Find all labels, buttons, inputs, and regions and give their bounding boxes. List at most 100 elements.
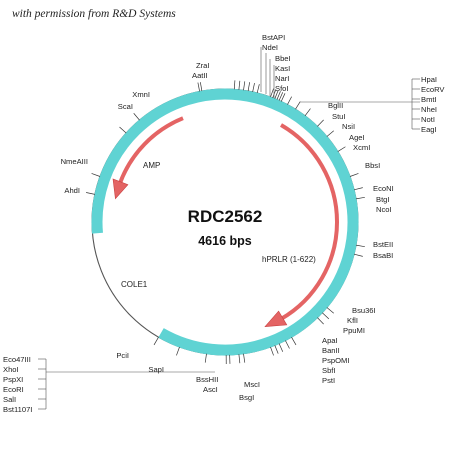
site-label: KasI — [275, 64, 290, 73]
site-tick — [119, 126, 127, 134]
hprlr-arrowhead — [264, 310, 288, 327]
site-tick — [349, 173, 359, 177]
site-label: AatII — [192, 71, 208, 80]
site-label: SfoI — [275, 84, 289, 93]
site-leaders — [38, 47, 420, 410]
site-tick — [233, 80, 236, 90]
site-tick — [278, 92, 284, 101]
site-label: NsiI — [342, 122, 355, 131]
site-label: ZraI — [196, 61, 210, 70]
site-label: AscI — [203, 385, 218, 394]
site-label: Bst1107I — [3, 405, 32, 414]
site-tick — [133, 112, 140, 121]
site-label: SbfI — [322, 366, 336, 375]
site-label: PpuMI — [343, 326, 365, 335]
site-tick — [326, 307, 335, 314]
site-tick — [326, 130, 335, 137]
site-tick — [243, 81, 246, 91]
site-label: BbeI — [275, 54, 291, 63]
site-label: NcoI — [376, 205, 392, 214]
site-tick — [256, 84, 260, 94]
site-group-right: BglII StuI NsiI AgeI XcmI BbsI EcoNI Btg… — [322, 101, 394, 385]
site-label: BglII — [328, 101, 343, 110]
site-label: PspOMI — [322, 356, 349, 365]
site-tick — [353, 187, 363, 191]
site-label: AgeI — [349, 133, 365, 142]
site-label: NotI — [421, 115, 435, 124]
site-tick — [252, 83, 255, 92]
site-label: BstEII — [373, 240, 393, 249]
site-tick — [270, 346, 274, 356]
site-ticks — [86, 80, 365, 364]
site-tick — [238, 354, 241, 364]
site-tick — [291, 337, 297, 346]
site-tick — [317, 119, 324, 127]
site-label: BssHII — [196, 375, 218, 384]
amp-arrowhead — [112, 178, 129, 200]
hprlr-feature-arrow — [279, 123, 339, 321]
site-group-bottom: BssHII AscI MscI BsgI — [196, 375, 260, 402]
site-tick — [247, 82, 251, 92]
site-tick — [304, 108, 311, 116]
site-tick — [86, 192, 95, 195]
site-label: KflI — [347, 316, 358, 325]
site-tick — [280, 93, 286, 102]
hprlr-label: hPRLR (1-622) — [262, 255, 316, 264]
site-label: PspXI — [3, 375, 23, 384]
plasmid-size: 4616 bps — [198, 234, 252, 248]
site-label: BbsI — [365, 161, 380, 170]
site-tick — [197, 82, 200, 92]
site-label: EcoRV — [421, 85, 445, 94]
plasmid-name: RDC2562 — [188, 207, 263, 226]
site-label: MscI — [244, 380, 260, 389]
site-tick — [270, 88, 274, 98]
site-tick — [285, 340, 290, 349]
site-tick — [337, 146, 346, 152]
site-tick — [355, 244, 365, 248]
site-label: EcoNI — [373, 184, 394, 193]
site-label: BanII — [322, 346, 340, 355]
permission-note: with permission from R&D Systems — [12, 8, 176, 20]
site-label: StuI — [332, 112, 346, 121]
amp-label: AMP — [143, 161, 160, 170]
site-label: NmeAIII — [61, 157, 88, 166]
site-label: BsaBI — [373, 251, 393, 260]
site-label: EcoRI — [3, 385, 24, 394]
site-label: ApaI — [322, 336, 338, 345]
site-label: SalI — [3, 395, 16, 404]
site-label: BtgI — [376, 195, 390, 204]
site-label: HpaI — [421, 75, 437, 84]
site-group-top-center: BstAPI NdeI BbeI KasI NarI SfoI — [262, 33, 291, 93]
site-label: XhoI — [3, 365, 19, 374]
site-tick — [91, 173, 101, 177]
site-label: Bsu36I — [352, 306, 376, 315]
site-group-left: XmnI ScaI NmeAIII AhdI PciI SapI — [61, 90, 164, 374]
site-label: SapI — [148, 365, 164, 374]
site-label: BsgI — [239, 393, 254, 402]
site-group-bottom-left: Eco47III XhoI PspXI EcoRI SalI Bst1107I — [3, 355, 32, 414]
site-label: ScaI — [118, 102, 133, 111]
site-tick — [153, 337, 159, 346]
site-label: BmtI — [421, 95, 437, 104]
site-tick — [204, 353, 207, 363]
site-label: BstAPI — [262, 33, 285, 42]
site-label: Eco47III — [3, 355, 31, 364]
cole1-label: COLE1 — [121, 280, 148, 289]
site-group-top-left: ZraI AatII — [192, 61, 210, 80]
amp-feature-arrow — [117, 116, 184, 185]
site-tick — [199, 82, 203, 92]
site-tick — [322, 312, 330, 320]
site-label: EagI — [421, 125, 437, 134]
site-tick — [274, 345, 279, 354]
cole1-feature-block — [91, 88, 359, 356]
site-tick — [276, 91, 281, 100]
site-label: NheI — [421, 105, 437, 114]
site-label: XmnI — [132, 90, 150, 99]
site-tick — [317, 317, 324, 325]
site-label: NdeI — [262, 43, 278, 52]
site-tick — [295, 101, 301, 110]
site-group-top-right: HpaI EcoRV BmtI NheI NotI EagI — [421, 75, 445, 134]
site-label: PciI — [116, 351, 129, 360]
site-tick — [176, 346, 180, 356]
